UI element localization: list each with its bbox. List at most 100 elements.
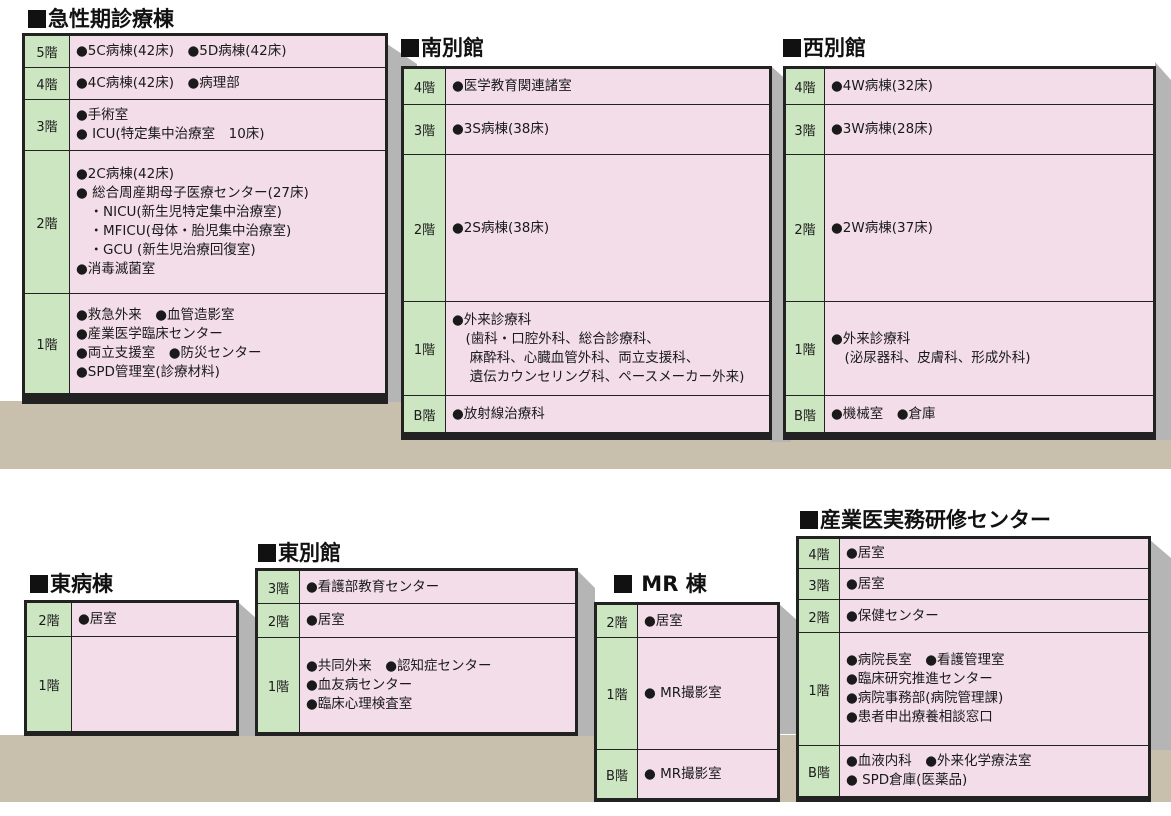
floor-label: 3階 — [25, 100, 69, 150]
floor-facilities: ●機械室 ●倉庫 — [825, 396, 1153, 432]
facility-line: ●看護部教育センター — [306, 578, 440, 595]
floor-label: 2階 — [597, 605, 637, 637]
floor-row: 3階●手術室● ICU(特定集中治療室 10床) — [25, 100, 385, 150]
building-title-higashi-byoto: 東病棟 — [30, 572, 113, 596]
building-shadow — [238, 602, 258, 736]
facility-line: (泌尿器科、皮膚科、形成外科) — [831, 349, 1031, 366]
floor-row: 2階 ●居室 — [597, 605, 777, 637]
floor-row: 4階●居室 — [799, 539, 1148, 568]
floor-row: 2階●2C病棟(42床)● 総合周産期母子医療センター(27床) ・NICU(新… — [25, 151, 385, 293]
building-higashi-byoto: 2階 ●居室 1階 — [24, 600, 239, 736]
building-shadow — [577, 570, 595, 736]
facility-line: ●共同外来 ●認知症センター — [306, 657, 492, 674]
floor-facilities: ● MR撮影室 — [638, 750, 777, 798]
floor-row: 1階●外来診療科 (泌尿器科、皮膚科、形成外科) — [786, 302, 1153, 395]
floor-row: 1階●救急外来 ●血管造影室●産業医学臨床センター●両立支援室 ●防災センター●… — [25, 294, 385, 393]
floor-label: 5階 — [25, 36, 69, 67]
floor-label: 1階 — [786, 302, 824, 395]
facility-line: ●臨床心理検査室 — [306, 695, 413, 712]
building-title-nishi-bekkan: 西別館 — [783, 36, 866, 60]
building-title-higashi-bekkan: 東別館 — [258, 541, 341, 565]
facility-line: ●両立支援室 ●防災センター — [76, 344, 262, 361]
floor-facilities: ●手術室● ICU(特定集中治療室 10床) — [70, 100, 385, 150]
floor-facilities: ●外来診療科 (歯科・口腔外科、総合診療科、 麻酔科、心臓血管外科、両立支援科、… — [446, 302, 769, 395]
facility-line: ●居室 — [306, 612, 345, 628]
floor-row: 3階 ●3S病棟(38床) — [404, 105, 769, 154]
floor-label: 1階 — [25, 294, 69, 393]
floor-facilities: ●2W病棟(37床) — [825, 155, 1153, 301]
floor-row: 2階●2S病棟(38床) — [404, 155, 769, 301]
floor-label: 2階 — [27, 603, 71, 636]
floor-facilities: ●共同外来 ●認知症センター●血友病センター●臨床心理検査室 — [300, 638, 575, 732]
square-bullet-icon — [258, 544, 276, 562]
facility-line: ●臨床研究推進センター — [846, 671, 993, 687]
square-bullet-icon — [614, 575, 632, 593]
facility-line: ・NICU(新生児特定集中治療室) — [76, 204, 282, 220]
facility-line: ・GCU (新生児治療回復室) — [76, 242, 256, 258]
facility-line: 麻酔科、心臓血管外科、両立支援科、 — [452, 349, 700, 366]
building-title-sangyoui: 産業医実務研修センター — [800, 508, 1051, 532]
floor-facilities: ●居室 — [840, 539, 1148, 568]
floor-row: 4階●4W病棟(32床) — [786, 69, 1153, 104]
facility-line: ●産業医学臨床センター — [76, 325, 223, 342]
building-nishi-bekkan: 4階●4W病棟(32床)3階●3W病棟(28床)2階●2W病棟(37床)1階●外… — [783, 66, 1156, 440]
facility-line: ●外来診療科 — [452, 311, 532, 328]
floor-label: 4階 — [786, 69, 824, 104]
facility-line: ●居室 — [846, 545, 885, 561]
floor-facilities: ●3W病棟(28床) — [825, 105, 1153, 154]
square-bullet-icon — [28, 10, 46, 28]
facility-line: ●保健センター — [846, 607, 939, 624]
building-shadow — [1150, 540, 1171, 750]
floor-label: 2階 — [404, 155, 445, 301]
facility-line: ●2C病棟(42床) — [76, 166, 175, 182]
floor-label: 2階 — [799, 600, 839, 632]
floor-facilities: ●保健センター — [840, 600, 1148, 632]
floor-facilities: ●居室 — [840, 569, 1148, 599]
floor-label: 1階 — [799, 633, 839, 745]
floor-facilities: ●放射線治療科 — [446, 396, 769, 432]
floor-row: 1階●外来診療科 (歯科・口腔外科、総合診療科、 麻酔科、心臓血管外科、両立支援… — [404, 302, 769, 395]
floor-facilities: ●外来診療科 (泌尿器科、皮膚科、形成外科) — [825, 302, 1153, 395]
facility-line: ●2W病棟(37床) — [831, 219, 933, 236]
floor-row: 1階● MR撮影室 — [597, 638, 777, 749]
floor-row: B階●機械室 ●倉庫 — [786, 396, 1153, 432]
floor-label: 2階 — [786, 155, 824, 301]
facility-line: (歯科・口腔外科、総合診療科、 — [452, 330, 660, 347]
floor-facilities: ●3S病棟(38床) — [446, 105, 769, 154]
floor-facilities: ●病院長室 ●看護管理室●臨床研究推進センター●病院事務部(病院管理課)●患者申… — [840, 633, 1148, 745]
floor-row: 1階●共同外来 ●認知症センター●血友病センター●臨床心理検査室 — [258, 638, 575, 732]
floor-label: B階 — [404, 396, 445, 432]
floor-facilities: ●血液内科 ●外来化学療法室● SPD倉庫(医薬品) — [840, 746, 1148, 796]
facility-line: ●血液内科 ●外来化学療法室 — [846, 753, 1032, 769]
facility-line: ●手術室 — [76, 107, 129, 123]
facility-line: ●3S病棟(38床) — [452, 121, 550, 137]
building-shadow — [1155, 62, 1171, 440]
floor-facilities: ●居室 — [300, 604, 575, 637]
floor-row: 1階 — [27, 637, 236, 731]
floor-row: 3階 ●看護部教育センター — [258, 571, 575, 603]
floor-facilities: ● MR撮影室 — [638, 638, 777, 749]
floor-label: 3階 — [799, 569, 839, 599]
facility-line: ●消毒滅菌室 — [76, 261, 156, 277]
facility-line: ●患者申出療養相談窓口 — [846, 709, 993, 725]
facility-line: ●外来診療科 — [831, 330, 911, 347]
square-bullet-icon — [30, 575, 48, 593]
floor-row: 4階●医学教育関連諸室 — [404, 69, 769, 104]
floor-label: 1階 — [27, 637, 71, 731]
floor-label: 3階 — [404, 105, 445, 154]
floor-row: 2階 ●居室 — [27, 603, 236, 636]
facility-line: ● 総合周産期母子医療センター(27床) — [76, 185, 309, 201]
facility-line: ●居室 — [78, 611, 117, 627]
floor-row: 5階●5C病棟(42床) ●5D病棟(42床) — [25, 36, 385, 67]
floor-facilities: ●居室 — [72, 603, 236, 636]
floor-label: B階 — [799, 746, 839, 796]
floor-row: 2階●居室 — [258, 604, 575, 637]
floor-label: 3階 — [258, 571, 299, 603]
floor-facilities: ●2S病棟(38床) — [446, 155, 769, 301]
facility-line: ●居室 — [644, 612, 683, 629]
floor-row: 3階●居室 — [799, 569, 1148, 599]
floor-facilities: ●看護部教育センター — [300, 571, 575, 603]
floor-facilities — [72, 637, 236, 731]
